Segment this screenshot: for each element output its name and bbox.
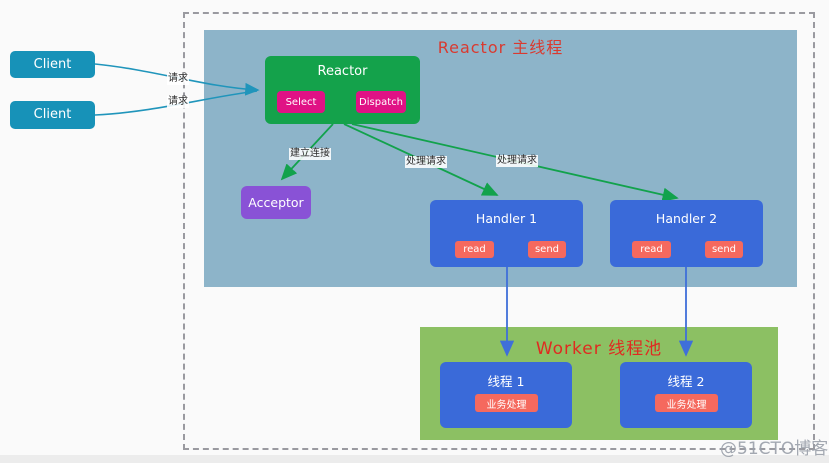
bottom-strip bbox=[0, 455, 829, 463]
reactor-box: Reactor Select Dispatch bbox=[265, 56, 420, 124]
handler-2-send-button: send bbox=[705, 241, 743, 258]
outer-dashed-frame bbox=[183, 12, 815, 450]
worker-pool-region: Worker 线程池 线程 1 业务处理 线程 2 业务处理 bbox=[420, 327, 778, 440]
edge-label-request-1: 请求 bbox=[167, 73, 189, 85]
dispatch-button: Dispatch bbox=[356, 91, 406, 113]
thread-2-task-button: 业务处理 bbox=[655, 394, 718, 412]
edge-label-request-2: 请求 bbox=[167, 96, 189, 108]
client-1-box: Client bbox=[10, 51, 95, 78]
handler-1-box: Handler 1 read send bbox=[430, 200, 583, 267]
worker-pool-region-title: Worker 线程池 bbox=[535, 339, 663, 359]
select-button: Select bbox=[277, 91, 325, 113]
edge-label-establish-connection: 建立连接 bbox=[289, 148, 331, 160]
client-2-box: Client bbox=[10, 101, 95, 129]
thread-1-box: 线程 1 业务处理 bbox=[440, 362, 572, 428]
thread-2-title: 线程 2 bbox=[667, 374, 705, 389]
reactor-main-region-title: Reactor 主线程 bbox=[437, 38, 564, 57]
watermark-51cto: @51CTO博客 bbox=[720, 439, 829, 459]
edge-label-handle-request-2: 处理请求 bbox=[496, 155, 538, 167]
handler-1-send-button: send bbox=[528, 241, 566, 258]
handler-1-read-button: read bbox=[455, 241, 494, 258]
handler-2-read-button: read bbox=[632, 241, 671, 258]
thread-2-box: 线程 2 业务处理 bbox=[620, 362, 752, 428]
thread-1-title: 线程 1 bbox=[487, 374, 525, 389]
handler-2-box: Handler 2 read send bbox=[610, 200, 763, 267]
acceptor-box: Acceptor bbox=[241, 186, 311, 219]
handler-1-title: Handler 1 bbox=[475, 211, 538, 226]
edge-label-handle-request-1: 处理请求 bbox=[405, 156, 447, 168]
handler-2-title: Handler 2 bbox=[655, 211, 718, 226]
thread-1-task-button: 业务处理 bbox=[475, 394, 538, 412]
reactor-title: Reactor bbox=[317, 64, 368, 79]
